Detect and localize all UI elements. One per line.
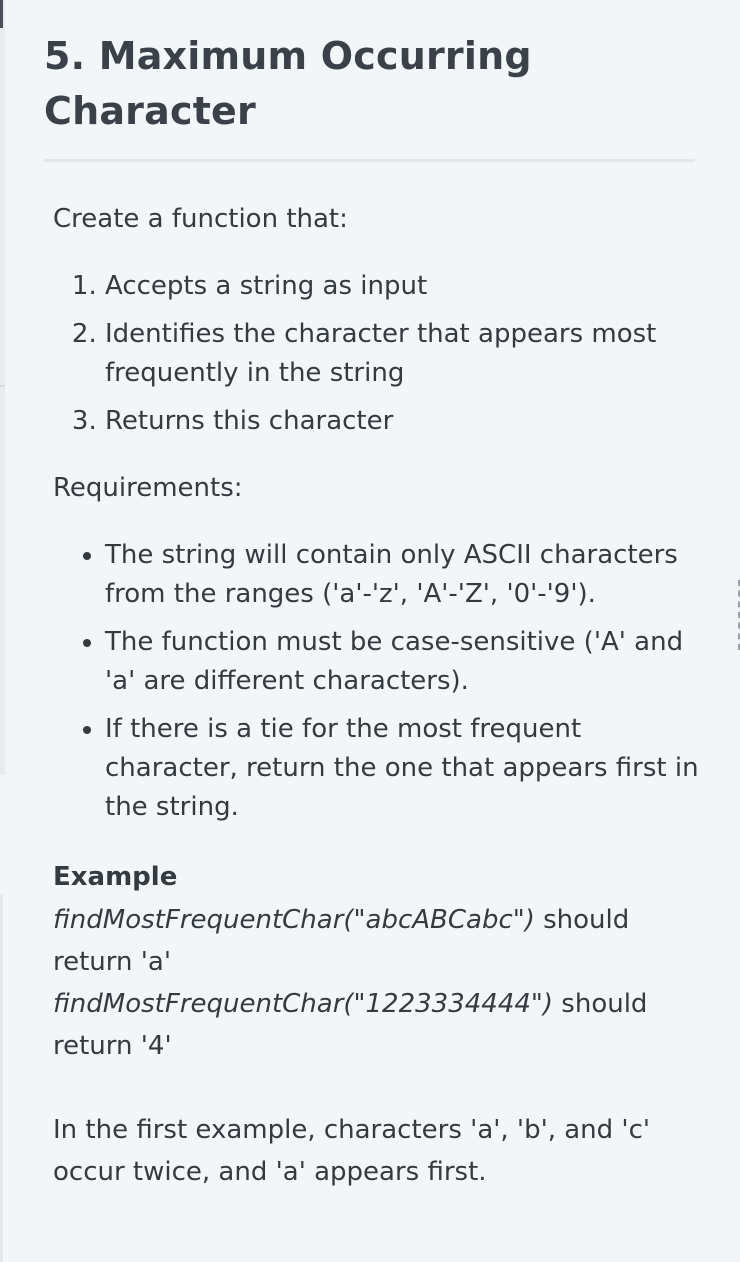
example-call: findMostFrequentChar("abcABCabc") xyxy=(53,905,535,935)
background-pane-edge xyxy=(0,0,5,775)
title-divider xyxy=(44,159,695,162)
pane-edge-marker xyxy=(0,0,3,28)
list-item: Identifies the character that appears mo… xyxy=(105,315,713,393)
list-item: The string will contain only ASCII chara… xyxy=(105,536,713,614)
background-pane-edge-lower xyxy=(0,895,3,1262)
page-title: 5. Maximum Occurring Character xyxy=(44,34,532,133)
example-line: findMostFrequentChar("abcABCabc") should… xyxy=(53,899,713,983)
example-call: findMostFrequentChar("1223334444") xyxy=(53,989,554,1019)
example-line: findMostFrequentChar("1223334444") shoul… xyxy=(53,983,713,1067)
steps-list: Accepts a string as input Identifies the… xyxy=(53,267,713,441)
pane-edge-notch xyxy=(0,385,5,387)
list-item: If there is a tie for the most frequent … xyxy=(105,710,713,827)
example-note: In the first example, characters 'a', 'b… xyxy=(53,1115,651,1187)
example-result: should return '4' xyxy=(53,989,648,1061)
resize-handle[interactable] xyxy=(738,580,740,650)
example-result: should return 'a' xyxy=(53,905,630,977)
problem-description: Create a function that: Accepts a string… xyxy=(53,200,713,1193)
list-item: Accepts a string as input xyxy=(105,267,713,306)
list-item: The function must be case-sensitive ('A'… xyxy=(105,623,713,701)
requirements-list: The string will contain only ASCII chara… xyxy=(53,536,713,827)
intro-text: Create a function that: xyxy=(53,204,348,234)
list-item: Returns this character xyxy=(105,402,713,441)
requirements-heading: Requirements: xyxy=(53,473,243,503)
example-heading: Example xyxy=(53,862,178,892)
